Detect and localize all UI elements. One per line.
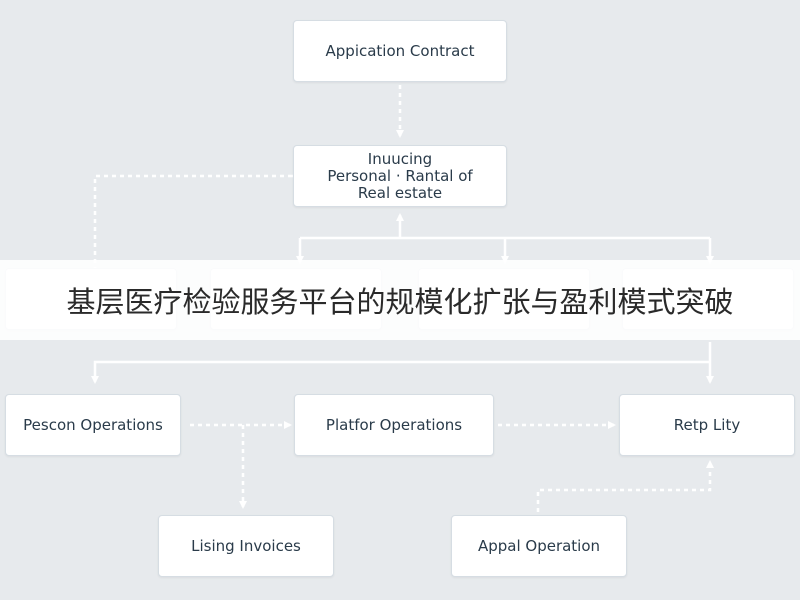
node-personal-rental-line-2: Personal · Rantal of (327, 166, 473, 185)
node-personal-rental: Inuucing Personal · Rantal of Real estat… (293, 145, 507, 207)
connector-to-person-ops (91, 360, 710, 384)
node-using-invoices: Lising Invoices (158, 515, 334, 577)
node-reliability-label: Retp Lity (673, 415, 741, 434)
node-personal-rental-line-3: Real estate (357, 183, 443, 202)
node-appeal-operation-label: Appal Operation (477, 536, 601, 555)
node-platform-operations: Platfor Operations (294, 394, 494, 456)
node-platform-operations-label: Platfor Operations (325, 415, 463, 434)
banner-title: 基层医疗检验服务平台的规模化扩张与盈利模式突破 (66, 285, 734, 319)
node-reliability: Retp Lity (619, 394, 795, 456)
node-appeal-operation: Appal Operation (451, 515, 627, 577)
node-application-contract: Appication Contract (293, 20, 507, 82)
node-person-operations: Pescon Operations (5, 394, 181, 456)
node-application-contract-label: Appication Contract (325, 41, 475, 60)
node-personal-rental-line-1: Inuucing (367, 149, 433, 168)
node-using-invoices-label: Lising Invoices (191, 536, 301, 555)
connector-appeal-to-reliability (536, 460, 714, 512)
node-person-operations-label: Pescon Operations (23, 415, 163, 434)
title-banner: 基层医疗检验服务平台的规模化扩张与盈利模式突破 (0, 260, 800, 340)
connector-rental-to-left (93, 172, 298, 268)
